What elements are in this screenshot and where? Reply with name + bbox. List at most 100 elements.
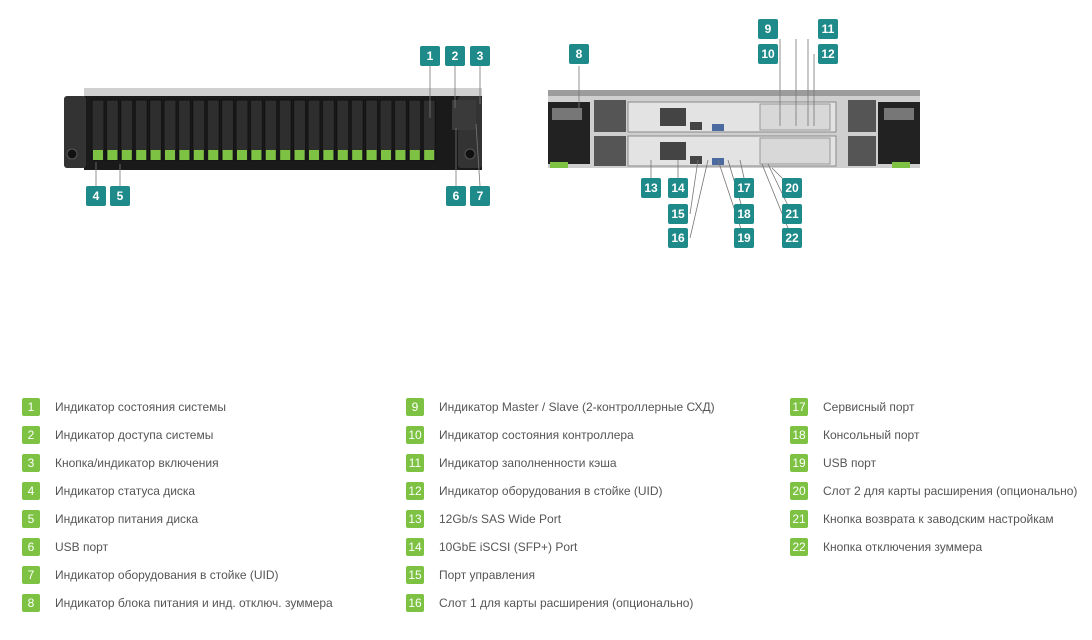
callout-1: 1 [420, 46, 440, 66]
drive-tray-latch [395, 150, 406, 160]
legend-text: Индикатор оборудования в стойке (UID) [55, 568, 279, 582]
legend-number-badge: 7 [22, 566, 40, 584]
rear-panel-diagram [548, 39, 920, 239]
legend-text: Индикатор состояния системы [55, 400, 227, 414]
callout-8: 8 [569, 44, 589, 64]
legend-number-badge: 18 [790, 426, 808, 444]
legend-text: Консольный порт [823, 428, 920, 442]
callout-15: 15 [668, 204, 688, 224]
drive-tray-latch [237, 150, 247, 160]
legend-item: 11 Индикатор заполненности кэша [406, 454, 715, 472]
legend-text: USB порт [823, 456, 877, 470]
callout-19: 19 [734, 228, 754, 248]
legend-item: 21 Кнопка возврата к заводским настройкам [790, 510, 1077, 528]
callout-13: 13 [641, 178, 661, 198]
legend-item: 17 Сервисный порт [790, 398, 1077, 416]
legend-item: 6 USB порт [22, 538, 333, 556]
legend-column-3: 17 Сервисный порт 18 Консольный порт 19 USB п… [790, 398, 1077, 556]
legend-number-badge: 12 [406, 482, 424, 500]
callout-6: 6 [446, 186, 466, 206]
drive-tray-latch [409, 150, 420, 160]
legend-item: 8 Индикатор блока питания и инд. отключ. … [22, 594, 333, 612]
drive-tray-latch [424, 150, 435, 160]
legend-text: Индикатор оборудования в стойке (UID) [439, 484, 663, 498]
legend-text: 12Gb/s SAS Wide Port [439, 512, 562, 526]
drive-tray-latch [265, 150, 276, 160]
legend-number-badge: 15 [406, 566, 424, 584]
legend-text: Сервисный порт [823, 400, 915, 414]
legend-item: 5 Индикатор питания диска [22, 510, 333, 528]
legend-text: USB порт [55, 540, 109, 554]
legend-text: Индикатор заполненности кэша [439, 456, 617, 470]
legend-number-badge: 13 [406, 510, 424, 528]
callout-10: 10 [758, 44, 778, 64]
legend-text: Индикатор блока питания и инд. отключ. з… [55, 596, 333, 610]
legend-item: 13 12Gb/s SAS Wide Port [406, 510, 715, 528]
drive-tray-latch [121, 150, 132, 160]
drive-tray-latch [352, 150, 363, 160]
legend-text: Слот 2 для карты расширения (опционально… [823, 484, 1078, 498]
callout-5: 5 [110, 186, 130, 206]
legend-column-2: 9 Индикатор Master / Slave (2-контроллерн… [406, 398, 715, 612]
drive-tray-latch [107, 150, 118, 160]
legend-text: Индикатор питания диска [55, 512, 199, 526]
legend-number-badge: 9 [406, 398, 424, 416]
legend-number-badge: 14 [406, 538, 424, 556]
legend-text: Слот 1 для карты расширения (опционально… [439, 596, 694, 610]
legend-number-badge: 19 [790, 454, 808, 472]
legend-text: Кнопка/индикатор включения [55, 456, 219, 470]
drive-tray-latch [251, 150, 262, 160]
legend-number-badge: 21 [790, 510, 808, 528]
legend-number-badge: 10 [406, 426, 424, 444]
legend-number-badge: 5 [22, 510, 40, 528]
legend-text: Индикатор Master / Slave (2-контроллерны… [439, 400, 715, 414]
drive-tray-latch [294, 150, 305, 160]
drive-tray-latch [179, 150, 190, 160]
front-panel-diagram [64, 66, 482, 187]
legend-text: Порт управления [439, 568, 535, 582]
drive-tray-latch [165, 150, 175, 160]
legend-number-badge: 8 [22, 594, 40, 612]
callout-20: 20 [782, 178, 802, 198]
drive-tray-latch [150, 150, 161, 160]
legend-text: Индикатор доступа системы [55, 428, 214, 442]
callout-18: 18 [734, 204, 754, 224]
callout-14: 14 [668, 178, 688, 198]
legend-number-badge: 11 [406, 454, 424, 472]
callout-7: 7 [470, 186, 490, 206]
legend-text: Кнопка отключения зуммера [823, 540, 983, 554]
legend-item: 22 Кнопка отключения зуммера [790, 538, 1077, 556]
legend-number-badge: 17 [790, 398, 808, 416]
legend-item: 9 Индикатор Master / Slave (2-контроллерн… [406, 398, 715, 416]
legend-text: Индикатор статуса диска [55, 484, 196, 498]
legend-text: Индикатор состояния контроллера [439, 428, 634, 442]
callout-22: 22 [782, 228, 802, 248]
legend-number-badge: 3 [22, 454, 40, 472]
legend-item: 7 Индикатор оборудования в стойке (UID) [22, 566, 333, 584]
callout-17: 17 [734, 178, 754, 198]
drive-tray-latch [381, 150, 391, 160]
callout-21: 21 [782, 204, 802, 224]
drive-tray-latch [136, 150, 147, 160]
legend-item: 19 USB порт [790, 454, 1077, 472]
legend-number-badge: 6 [22, 538, 40, 556]
legend-number-badge: 20 [790, 482, 808, 500]
legend-item: 18 Консольный порт [790, 426, 1077, 444]
legend-item: 15 Порт управления [406, 566, 715, 584]
legend-number-badge: 22 [790, 538, 808, 556]
legend-text: Кнопка возврата к заводским настройкам [823, 512, 1054, 526]
drive-tray-latch [337, 150, 348, 160]
drive-tray-latch [280, 150, 291, 160]
drive-tray-latch [208, 150, 219, 160]
callout-2: 2 [445, 46, 465, 66]
callout-4: 4 [86, 186, 106, 206]
drive-tray-latch [222, 150, 233, 160]
drive-tray-latch [309, 150, 319, 160]
drive-tray-latch [323, 150, 334, 160]
